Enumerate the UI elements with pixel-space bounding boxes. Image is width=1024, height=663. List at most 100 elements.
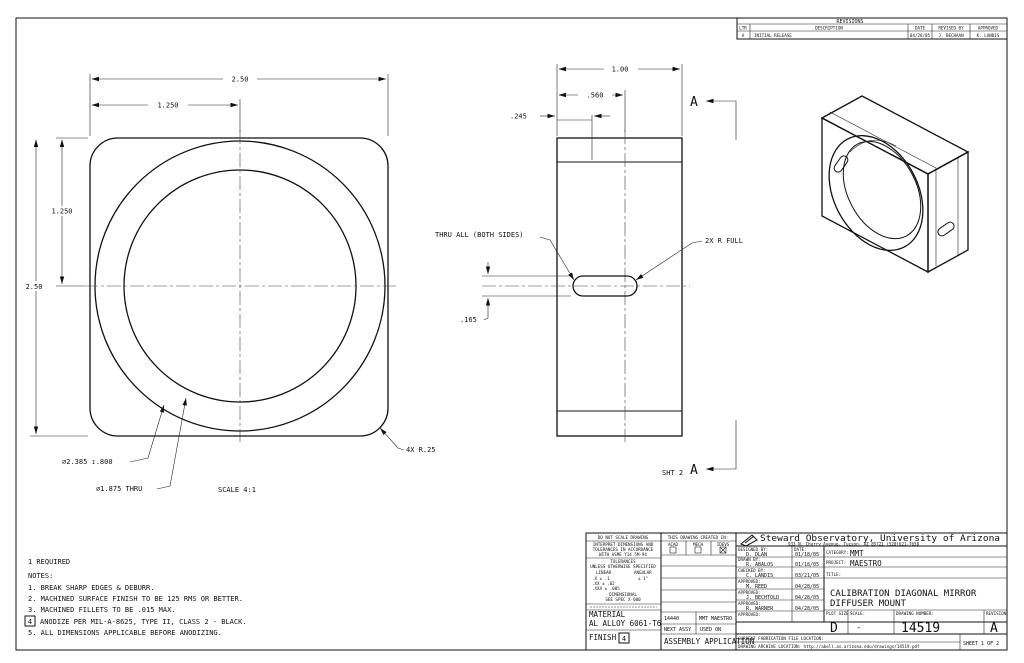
assembly-application: ASSEMBLY APPLICATION bbox=[664, 637, 754, 646]
section-sheet-reference: SHT 2 bbox=[662, 469, 683, 477]
signoff-name: R. ABALOS bbox=[746, 562, 773, 568]
rev-header-ltr: LTR bbox=[739, 26, 747, 31]
signoff-name: M. REED bbox=[746, 584, 767, 590]
checkbox-acad bbox=[669, 546, 677, 554]
dim-side-step: .245 bbox=[510, 113, 527, 121]
category-value: MMT bbox=[850, 549, 864, 558]
interpret-line-3: WITH ASME Y14.5M-94 bbox=[599, 552, 647, 557]
note-flag-number: 4 bbox=[28, 618, 32, 626]
drawing-number-value: 14519 bbox=[901, 621, 940, 636]
created-in-mech: MECH bbox=[693, 542, 704, 547]
note-4: ANODIZE PER MIL-A-8625, TYPE II, CLASS 2… bbox=[40, 618, 247, 626]
rev-row-date: 04/28/05 bbox=[910, 33, 931, 38]
material-value: AL ALLOY 6061-T6 bbox=[589, 619, 662, 628]
used-on-label: USED ON bbox=[700, 627, 721, 633]
created-in-idevs: IDEVS bbox=[717, 542, 730, 547]
dim-side-slot-height: .165 bbox=[460, 316, 477, 324]
signoff-role: DRAWN BY: bbox=[738, 557, 761, 562]
isometric-view bbox=[820, 95, 970, 274]
signoff-role: DESIGNED BY: bbox=[738, 547, 768, 552]
signoff-role: APPROVED: bbox=[738, 579, 761, 584]
finish-flag-box bbox=[618, 632, 630, 644]
project-label: PROJECT: bbox=[826, 560, 846, 565]
finish-flag-number: 4 bbox=[622, 635, 626, 643]
note-3: 3. MACHINED FILLETS TO BE .015 MAX. bbox=[28, 606, 176, 614]
tolerance-xxx: .XXX ± .005 bbox=[592, 586, 620, 591]
dim-front-half-width: 1.250 bbox=[157, 102, 178, 110]
section-marker-top: A bbox=[690, 95, 698, 110]
tolerance-angular: ± 1° bbox=[638, 576, 648, 581]
signoff-role: APPROVED: bbox=[738, 601, 761, 606]
side-outline bbox=[556, 137, 683, 437]
category-label: CATEGORY: bbox=[826, 550, 849, 555]
signoff-date: 03/21/05 bbox=[795, 573, 819, 579]
dimensional-line-1: DIMENSIONAL bbox=[609, 592, 637, 597]
view-scale: SCALE 4:1 bbox=[218, 486, 256, 494]
interpret-line-1: INTERPRET DIMENSIONS AND bbox=[593, 542, 654, 547]
rev-header-description: DESCRIPTION bbox=[815, 26, 843, 31]
revisions-block: REVISIONS LTR DESCRIPTION DATE REVISED B… bbox=[736, 17, 1008, 40]
do-not-scale: DO NOT SCALE DRAWING bbox=[598, 535, 649, 540]
sheet-number: SHEET 1 OF 2 bbox=[963, 641, 999, 647]
archive-location: DRAWING ARCHIVE LOCATION: http://abell.a… bbox=[738, 644, 920, 649]
note-flag-box bbox=[24, 615, 36, 627]
signoff-role: CHECKED BY: bbox=[738, 568, 766, 573]
note-5: 5. ALL DIMENSIONS APPLICABLE BEFORE ANOD… bbox=[28, 629, 222, 637]
notes-quantity: 1 REQUIRED bbox=[28, 558, 70, 566]
created-in-label: THIS DRAWING CREATED IN: bbox=[668, 535, 729, 540]
rev-row-description: INITIAL RELEASE bbox=[754, 33, 792, 38]
front-outline bbox=[89, 137, 389, 437]
rev-row-approved: K. LANDIS bbox=[977, 33, 1000, 38]
sheet-border bbox=[15, 17, 1008, 651]
interpret-line-2: TOLERANCES IN ACCORDANCE bbox=[593, 547, 654, 552]
next-assy-name: MMT MAESTRO bbox=[699, 616, 732, 622]
tolerance-x: .X ± .1 bbox=[592, 576, 610, 581]
dim-front-width: 2.50 bbox=[232, 76, 249, 84]
side-view: 1.00 .560 .245 .165 THRU ALL (BOTH SIDES… bbox=[435, 64, 743, 478]
signoff-date: 04/28/05 bbox=[795, 595, 819, 601]
org-address: 933 N. Cherry Avenue, Tucson, AZ 85721 (… bbox=[788, 542, 920, 547]
next-assy-number: 14440 bbox=[664, 616, 679, 622]
dim-front-half-height: 1.250 bbox=[51, 208, 72, 216]
signoff-date: 04/28/05 bbox=[795, 606, 819, 612]
signoff-name: J. BECHTOLD bbox=[746, 595, 779, 601]
checkbox-idevs bbox=[719, 546, 727, 554]
title-block: DO NOT SCALE DRAWING INTERPRET DIMENSION… bbox=[585, 532, 1009, 651]
dimensional-line-2: SEE SPEC X-000 bbox=[605, 597, 641, 602]
title-label: TITLE: bbox=[826, 572, 841, 577]
finish-label: FINISH bbox=[589, 633, 617, 642]
org-name: Steward Observatory, University of Arizo… bbox=[760, 534, 1000, 544]
side-slot bbox=[572, 275, 638, 297]
callout-counterbore: ⌀2.385 ↧.800 bbox=[62, 458, 113, 466]
signoff-name: D. DLAN bbox=[746, 552, 767, 558]
title-line-1: CALIBRATION DIAGONAL MIRROR bbox=[830, 589, 977, 599]
signoff-role: APPROVED: bbox=[738, 590, 761, 595]
signoff-date: 01/18/05 bbox=[795, 552, 819, 558]
next-assy-label: NEXT ASSY bbox=[664, 627, 691, 633]
rev-row-ltr: A bbox=[742, 33, 745, 38]
plot-size-value: D bbox=[830, 621, 838, 636]
checkbox-mech bbox=[694, 546, 702, 554]
signoff-rows: DESIGNED BY: D. DLAN DATE: 01/18/05 DRAW… bbox=[736, 547, 1007, 623]
created-in-acad: ACAD bbox=[668, 542, 679, 547]
tolerances-title: TOLERANCES bbox=[610, 559, 636, 564]
callout-thru-all: THRU ALL (BOTH SIDES) bbox=[435, 231, 524, 239]
notes-block: 1 REQUIRED NOTES: 1. BREAK SHARP EDGES &… bbox=[24, 558, 247, 637]
tolerance-linear-label: LINEAR bbox=[596, 570, 612, 575]
signoff-name: C. LANDIS bbox=[746, 573, 773, 579]
rev-row-revised-by: J. BECHAAN bbox=[938, 33, 964, 38]
plot-size-label: PLOT SIZE bbox=[826, 611, 849, 616]
scale-value: - bbox=[856, 623, 861, 633]
dim-side-slot-position: .560 bbox=[587, 92, 604, 100]
tolerances-subtitle: UNLESS OTHERWISE SPECIFIED bbox=[590, 564, 656, 569]
callout-through-hole: ⌀1.875 THRU bbox=[96, 485, 142, 493]
material-label: MATERIAL bbox=[589, 610, 626, 619]
title-line-2: DIFFUSER MOUNT bbox=[830, 599, 906, 609]
note-1: 1. BREAK SHARP EDGES & DEBURR. bbox=[28, 584, 154, 592]
dim-front-height: 2.50 bbox=[26, 283, 43, 291]
project-value: MAESTRO bbox=[850, 559, 882, 568]
signoff-date: 04/28/05 bbox=[795, 584, 819, 590]
observatory-logo-icon bbox=[740, 534, 758, 547]
signoff-name: R. WARNER bbox=[746, 606, 774, 612]
